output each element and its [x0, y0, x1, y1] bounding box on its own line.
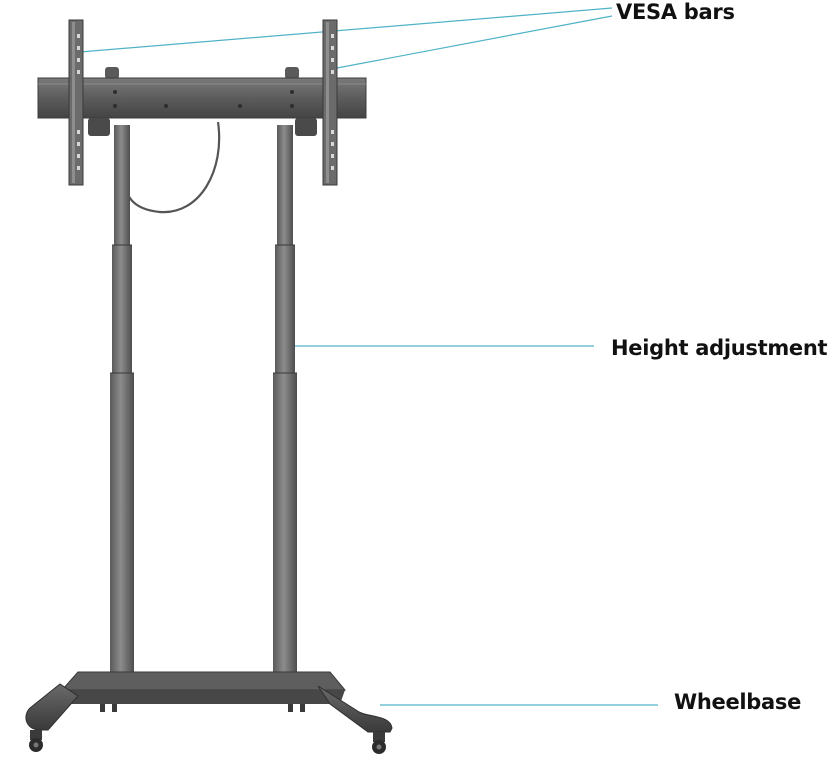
label-wheelbase: Wheelbase — [674, 690, 802, 714]
vesa-bar-right — [322, 19, 338, 186]
left-pole — [110, 125, 134, 691]
caster-right — [372, 732, 386, 754]
label-vesa-bars: VESA bars — [616, 0, 735, 24]
caster-left — [29, 730, 43, 752]
leader-lines — [79, 7, 658, 706]
cable — [125, 121, 221, 214]
label-height-adjustment: Height adjustment — [611, 336, 828, 360]
mount-head — [37, 67, 367, 136]
wheelbase — [25, 671, 393, 733]
leader-line-vesa-left — [79, 7, 613, 53]
right-pole — [273, 125, 297, 691]
vesa-bar-left — [68, 19, 84, 186]
leader-line-vesa-right — [336, 15, 613, 69]
